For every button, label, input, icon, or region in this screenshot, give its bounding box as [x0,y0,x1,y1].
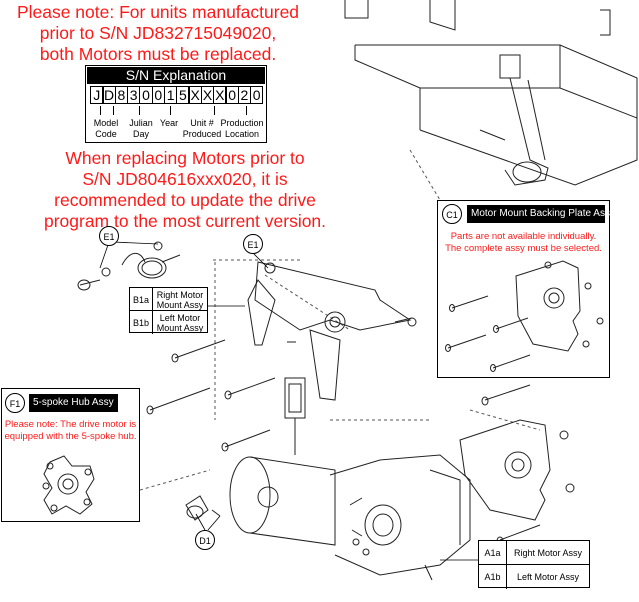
motor-assembly-drawing [229,454,471,581]
top-note-line-2: prior to S/N JD832715049020, [39,23,277,43]
callout-e1-left: E1 [99,226,119,246]
sn-label-year: Year [156,118,182,129]
sn-label-line: Julian [129,118,153,128]
part-name: Right Motor Assy [513,548,583,558]
part-code: B1b [130,311,153,334]
sn-label-line: Location [224,129,260,139]
hub-assy-note: Please note: The drive motor is equipped… [4,419,137,443]
top-note-line-1: Please note: For units manufactured [16,2,300,22]
motor-table: A1a Right Motor Assy A1b Left Motor Assy [478,540,590,589]
callout-f1: F1 [5,393,25,413]
backing-plate-note-line: The complete assy must be selected. [445,243,602,254]
callout-d1: D1 [195,530,215,550]
sn-label-julian-day: Julian Day [126,118,156,140]
sn-label-line: Year [159,118,179,128]
part-code: A1a [479,541,507,565]
sn-label-line: Unit # [190,118,214,128]
motor-mount-table: B1a Right Motor Mount Assy B1b Left Moto… [129,287,208,334]
sn-char: 0 [249,86,264,104]
hub-note-line: Please note: The drive motor is [4,419,137,430]
sn-tick [113,106,114,115]
sn-label-line: Produced [182,129,222,139]
callout-c1: C1 [442,204,462,224]
hub-note-line: equipped with the 5-spoke hub. [4,431,137,442]
part-name-line: Right Motor [156,289,204,300]
part-name: Left Motor Assy [516,572,580,582]
callout-e1-right: E1 [243,234,263,254]
sn-explanation-title: S/N Explanation [87,67,265,84]
part-name-line: Left Motor [159,312,201,323]
sn-label-unit-produced: Unit # Produced [178,118,226,140]
sn-label-line: Code [95,129,117,139]
backing-plate-panel: C1 Motor Mount Backing Plate Assy Parts … [437,200,615,378]
sn-tick [246,106,247,115]
motor-mount-bracket-drawing [247,261,417,401]
sn-tick [214,106,215,115]
sn-label-line: Production [220,118,264,128]
sn-tick [139,106,140,115]
drive-program-note: When replacing Motors prior to S/N JD804… [40,148,330,232]
table-row: B1b Left Motor Mount Assy [130,310,207,334]
lower-backing-plate-drawing [459,384,575,546]
backing-plate-note-line: Parts are not available individually. [450,231,597,242]
sn-label-production-location: Production Location [219,118,265,140]
sn-tick [170,106,171,115]
table-row: B1a Right Motor Mount Assy [130,288,207,311]
mid-note-line-3: recommended to update the drive [54,190,316,210]
part-name-line: Mount Assy [156,299,204,310]
mid-note-line-1: When replacing Motors prior to [65,148,305,168]
table-row: A1a Right Motor Assy [479,541,589,565]
sn-explanation-box: S/N Explanation J D 8 3 0 0 1 5 X X X 0 … [85,65,267,143]
part-name: Right Motor Mount Assy [153,288,207,311]
sn-label-model-code: Model Code [86,118,126,140]
part-code: B1a [130,288,153,311]
part-code: A1b [479,565,507,589]
top-warning-note: Please note: For units manufactured prio… [0,2,316,65]
frame-drawing [344,0,638,186]
sn-character-row: J D 8 3 0 0 1 5 X X X 0 2 0 [90,86,264,105]
top-note-line-3: both Motors must be replaced. [39,44,277,64]
backing-plate-note: Parts are not available individually. Th… [440,231,607,255]
table-row: A1b Left Motor Assy [479,564,589,589]
motor-clip-drawing [185,495,221,521]
motor-connector-drawing [284,377,306,455]
sn-label-line: Day [132,129,149,139]
backing-plate-title: Motor Mount Backing Plate Assy [467,205,615,223]
part-name-line: Mount Assy [156,322,204,333]
spring-hardware-drawing [77,241,276,291]
hub-assy-title: 5-spoke Hub Assy [29,394,118,412]
mid-note-line-2: S/N JD804616xxx020, it is [82,169,288,189]
sn-label-line: Model [93,118,119,128]
mounting-screws-drawing [146,339,276,452]
backing-plate-drawing [445,260,604,372]
part-name: Left Motor Mount Assy [153,311,207,334]
hub-assy-panel: F1 5-spoke Hub Assy Please note: The dri… [1,388,140,522]
mid-note-line-4: program to the most current version. [43,211,327,231]
hub-drawing [42,455,95,515]
sn-tick [100,106,101,115]
